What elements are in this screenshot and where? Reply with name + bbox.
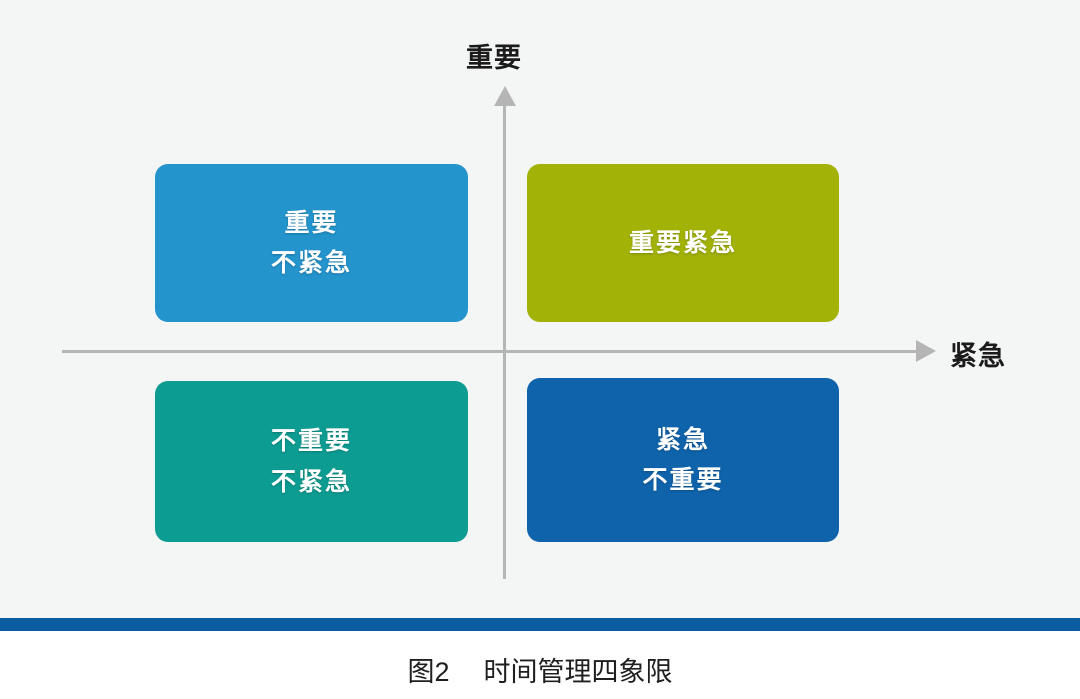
quadrant-label-line: 不重要 (270, 427, 352, 455)
quadrant-label-line: 重要 (284, 208, 339, 237)
blue-divider-rule (0, 618, 1080, 631)
diagram-canvas: 重要 紧急 重要 不紧急 重要紧急 不重要 不紧急 紧急 不重要 (0, 0, 1080, 618)
vertical-axis-arrow-icon (494, 86, 516, 106)
horizontal-axis-arrow-icon (916, 340, 936, 362)
figure-caption-number: 图2 (407, 657, 450, 687)
quadrant-important-urgent[interactable]: 重要紧急 (527, 164, 847, 322)
horizontal-axis-line (62, 350, 924, 353)
quadrant-not-important-not-urgent[interactable]: 不重要 不紧急 (155, 381, 476, 542)
x-axis-label: 紧急 (950, 341, 1006, 371)
vertical-axis-line (503, 103, 506, 579)
quadrant-label-line: 紧急 (655, 425, 710, 454)
quadrant-urgent-not-important[interactable]: 紧急 不重要 (527, 378, 847, 542)
quadrant-important-not-urgent[interactable]: 重要 不紧急 (155, 164, 476, 322)
quadrant-label-line: 不重要 (642, 466, 724, 494)
y-axis-label: 重要 (466, 43, 522, 73)
quadrant-label-line: 不紧急 (270, 249, 352, 277)
figure-caption: 图2 时间管理四象限 (0, 650, 1080, 689)
figure-caption-title: 时间管理四象限 (483, 657, 673, 687)
quadrant-label-line: 不紧急 (270, 467, 352, 496)
quadrant-label-line: 重要紧急 (628, 228, 737, 257)
